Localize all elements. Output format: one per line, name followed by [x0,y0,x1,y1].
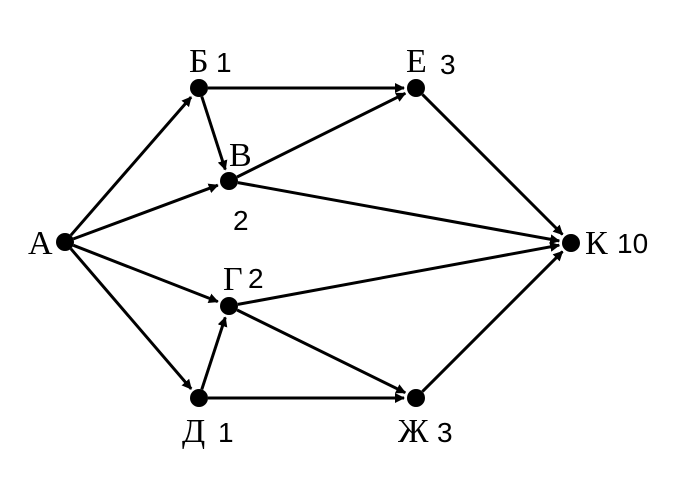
node-zh: Ж 3 [398,389,453,450]
edge-a-to-g [72,243,219,303]
edge-g-to-k [237,241,561,306]
node-e-letter: Е [406,43,427,80]
edge-a-to-d [69,247,193,390]
node-g-dot [220,297,238,315]
edge-v-to-k [237,181,561,245]
node-zh-letter: Ж [398,413,429,450]
node-zh-dot [407,389,425,407]
node-d: Д 1 [182,389,234,450]
node-v-letter: В [229,137,252,174]
node-k: К 10 [562,225,648,262]
node-k-dot [562,234,580,252]
edge-d-to-g [200,316,228,390]
node-b-value: 1 [216,47,232,78]
edge-a-to-v [72,183,219,241]
node-k-value: 10 [617,228,648,259]
nodes-layer: А Б 1 В 2 Г 2 Д 1 Е 3 [28,43,648,450]
node-g-letter: Г [223,261,243,298]
node-a: А [28,225,74,262]
node-v-dot [220,172,238,190]
node-a-dot [56,233,74,251]
node-v-value: 2 [233,205,249,236]
edge-a-to-b [69,96,193,237]
edge-g-to-zh [236,308,407,395]
node-e-value: 3 [440,49,456,80]
edges-layer [69,83,564,403]
edge-v-to-e [236,91,407,179]
node-e-dot [407,79,425,97]
node-d-dot [190,389,208,407]
node-b: Б 1 [189,43,232,97]
node-k-letter: К [585,225,608,262]
node-e: Е 3 [406,43,456,97]
node-b-dot [190,79,208,97]
node-a-letter: А [28,225,53,262]
edge-e-to-k [421,93,564,236]
edge-zh-to-k [421,250,564,393]
node-g-value: 2 [248,263,264,294]
node-g: Г 2 [220,261,264,315]
node-v: В 2 [220,137,252,236]
node-b-letter: Б [189,43,209,80]
node-zh-value: 3 [437,417,453,448]
edge-b-to-v [200,96,228,171]
node-d-letter: Д [182,413,205,450]
node-d-value: 1 [218,417,234,448]
